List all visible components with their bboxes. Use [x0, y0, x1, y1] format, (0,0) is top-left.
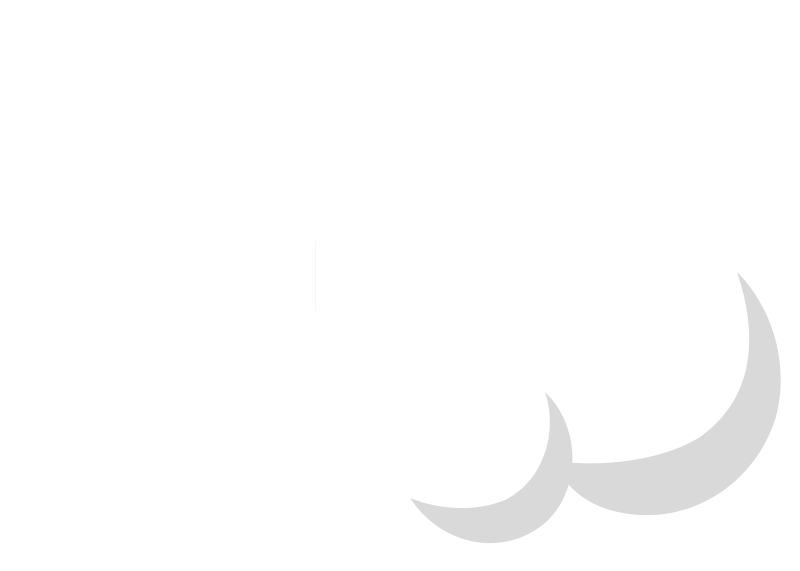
large-crescent-shape [565, 272, 781, 516]
small-crescent-shape [410, 392, 573, 544]
faint-vertical-line [315, 242, 316, 310]
